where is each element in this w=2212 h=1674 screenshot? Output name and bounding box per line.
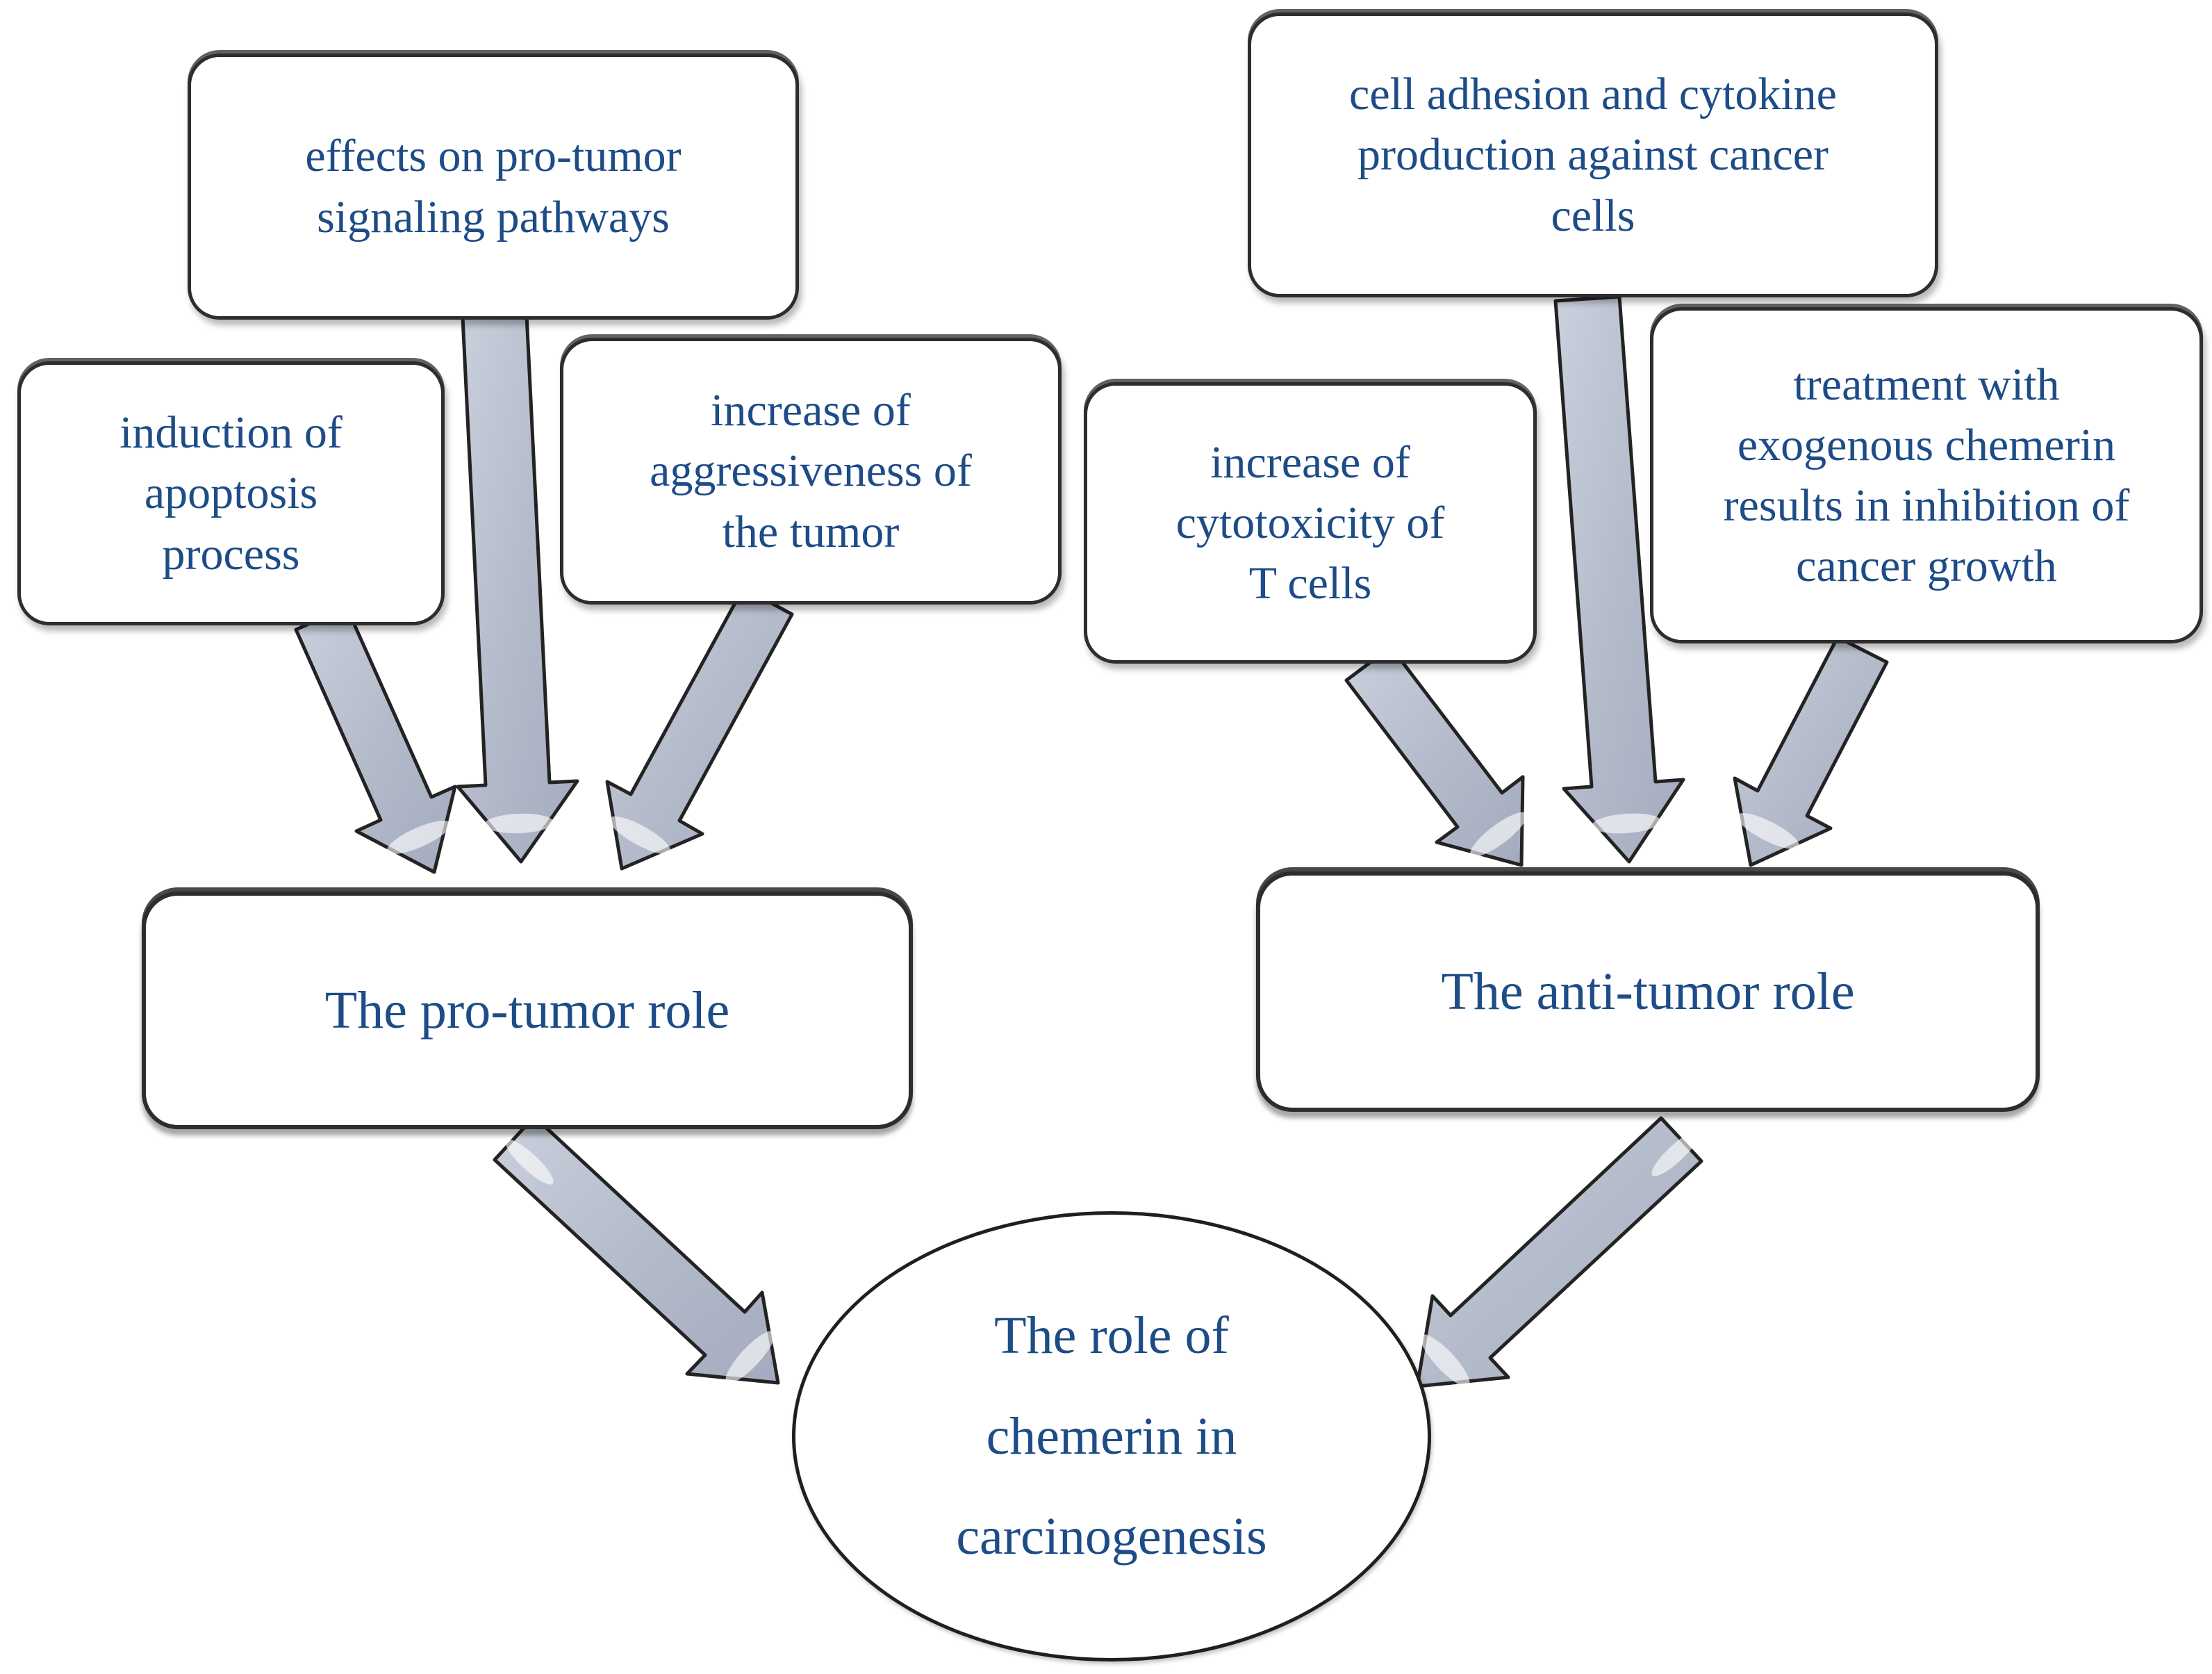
node-label: effects on pro-tumor signaling pathways: [305, 131, 682, 243]
node-pro-tumor-role: The pro-tumor role: [142, 892, 913, 1129]
node-label: The role of chemerin in carcinogenesis: [956, 1306, 1267, 1566]
arrowhead-gloss: [1470, 812, 1527, 857]
node-label: treatment with exogenous chemerin result…: [1723, 359, 2130, 592]
node-effects-signaling-pathways: effects on pro-tumor signaling pathways: [188, 54, 799, 320]
arrow-protumor-to-center: [493, 1115, 780, 1385]
node-label: increase of aggressiveness of the tumor: [650, 385, 972, 557]
node-label: The anti-tumor role: [1441, 962, 1855, 1021]
node-label: induction of apoptosis process: [119, 407, 342, 580]
arrowhead-gloss: [1736, 813, 1800, 849]
node-increase-cytotoxicity: increase of cytotoxicity of T cells: [1084, 382, 1537, 664]
arrowhead-gloss: [1592, 813, 1661, 834]
arrow-tail-gloss: [1651, 1131, 1700, 1176]
node-label: increase of cytotoxicity of T cells: [1175, 436, 1445, 609]
node-treatment-exogenous-chemerin: treatment with exogenous chemerin result…: [1650, 307, 2203, 643]
node-label: cell adhesion and cytokine production ag…: [1349, 69, 1837, 241]
node-chemerin-carcinogenesis: The role of chemerin in carcinogenesis: [792, 1211, 1431, 1661]
node-increase-aggressiveness: increase of aggressiveness of the tumor: [560, 338, 1062, 605]
arrowhead-gloss: [484, 813, 554, 834]
arrow-tail-gloss: [505, 1139, 554, 1185]
node-anti-tumor-role: The anti-tumor role: [1256, 871, 2040, 1112]
node-induction-apoptosis: induction of apoptosis process: [17, 361, 445, 625]
arrowhead-gloss: [725, 1331, 775, 1384]
arrowhead-gloss: [386, 820, 452, 855]
arrowhead-gloss: [1420, 1334, 1470, 1387]
node-label: The pro-tumor role: [324, 980, 730, 1040]
arrow-antitumor-to-center: [1415, 1116, 1703, 1388]
node-cell-adhesion-cytokine: cell adhesion and cytokine production ag…: [1248, 13, 1938, 297]
arrowhead-gloss: [609, 816, 671, 855]
